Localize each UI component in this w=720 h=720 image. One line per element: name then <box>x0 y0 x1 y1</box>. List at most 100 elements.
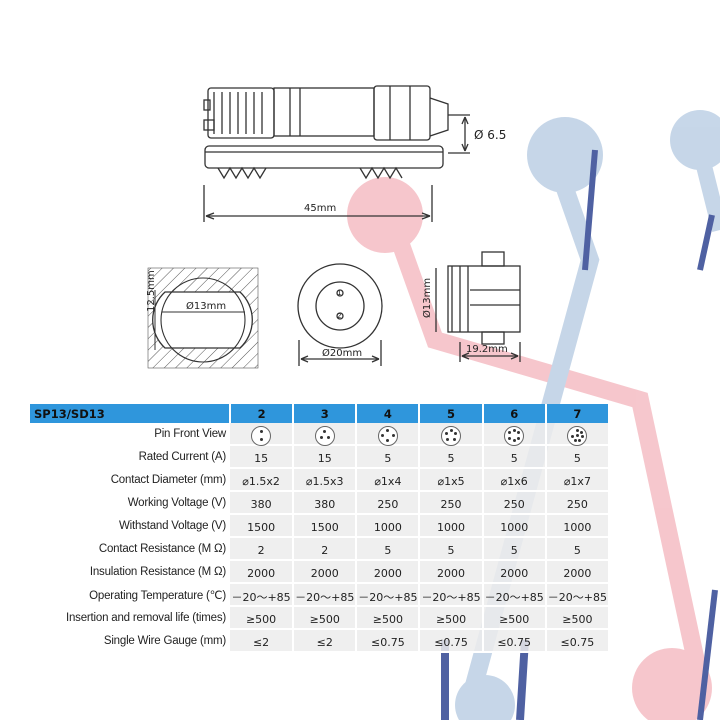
cell-value: 5 <box>573 452 581 465</box>
header-col-5: 5 <box>419 404 484 423</box>
cell-value: 2 <box>321 544 329 557</box>
table-row: Insertion and removal life (times)≥500≥5… <box>30 606 611 630</box>
table-cell: －20～+85 <box>293 583 358 607</box>
cell-value: 380 <box>250 498 272 511</box>
row-label: Contact Resistance (M Ω) <box>98 542 226 555</box>
cell-value: 250 <box>503 498 525 511</box>
cell-value: ≤0.75 <box>560 636 595 649</box>
cell-value: 5 <box>384 452 392 465</box>
table-cell: ≥500 <box>356 606 421 630</box>
table-cell: ⌀1.5x3 <box>293 468 358 492</box>
table-cell: 5 <box>482 537 547 561</box>
table-cell: ≥500 <box>293 606 358 630</box>
cell-value: ≥500 <box>562 613 593 626</box>
cell-value: 2000 <box>373 567 402 580</box>
header-col-4: 4 <box>356 404 421 423</box>
table-cell: －20～+85 <box>356 583 421 607</box>
pin-front-view-icon <box>482 423 547 446</box>
dim-face-diameter-label: Ø20mm <box>322 348 363 359</box>
cell-value: －20～+85 <box>421 590 481 604</box>
table-cell: ≤0.75 <box>482 629 547 653</box>
pin-front-view-icon <box>545 423 611 446</box>
cell-value: 2000 <box>437 567 466 580</box>
table-cell: 380 <box>230 491 295 515</box>
row-label: Withstand Voltage (V) <box>118 519 226 532</box>
cell-value: －20～+85 <box>484 590 544 604</box>
table-cell: 2000 <box>482 560 547 584</box>
table-cell: ⌀1.5x2 <box>230 468 295 492</box>
cell-value: 2000 <box>500 567 529 580</box>
table-row: Single Wire Gauge (mm)≤2≤2≤0.75≤0.75≤0.7… <box>30 629 611 653</box>
cell-value: ⌀1.5x3 <box>305 475 344 488</box>
row-label: Single Wire Gauge (mm) <box>103 634 226 647</box>
cell-value: ⌀1x7 <box>563 475 591 488</box>
table-cell: 1500 <box>230 514 295 538</box>
table-cell: 1000 <box>419 514 484 538</box>
connector-front-face <box>297 263 383 366</box>
cell-value: ⌀1.5x2 <box>242 475 280 488</box>
cell-value: 15 <box>317 452 332 465</box>
dim-length-label: 45mm <box>304 203 337 214</box>
row-label: Contact Diameter (mm) <box>110 473 226 486</box>
header-series-label: SP13/SD13 <box>30 404 231 423</box>
table-cell: 5 <box>545 445 611 469</box>
table-cell: －20～+85 <box>482 583 547 607</box>
pin-front-view-icon <box>293 423 358 446</box>
cell-value: 250 <box>377 498 399 511</box>
row-label: Insulation Resistance (M Ω) <box>89 565 226 578</box>
table-cell: 250 <box>419 491 484 515</box>
cell-value: ⌀1x6 <box>500 475 528 488</box>
table-cell: －20～+85 <box>545 583 611 607</box>
table-cell: 5 <box>419 445 484 469</box>
cell-value: 2 <box>257 544 265 557</box>
table-cell: ≥500 <box>230 606 295 630</box>
cell-value: 2000 <box>310 567 339 580</box>
cell-value: ≥500 <box>499 613 530 626</box>
cell-value: ≥500 <box>435 613 467 626</box>
dim-socket-length-label: 19.2mm <box>466 344 508 355</box>
cell-value: ≤2 <box>252 636 270 649</box>
cell-value: 5 <box>510 544 518 557</box>
pin-front-view-icon <box>230 423 295 446</box>
row-label: Insertion and removal life (times) <box>65 611 226 624</box>
table-cell: ⌀1x4 <box>356 468 421 492</box>
panel-cutout-drawing <box>147 267 259 369</box>
header-col-2: 2 <box>230 404 295 423</box>
table-cell: ⌀1x7 <box>545 468 611 492</box>
dim-socket-diameter-label: Ø13mm <box>422 277 433 318</box>
table-cell: ≤0.75 <box>356 629 421 653</box>
table-cell: 5 <box>545 537 611 561</box>
cell-value: 250 <box>440 498 462 511</box>
table-cell: －20～+85 <box>230 583 295 607</box>
table-cell: 250 <box>545 491 611 515</box>
table-cell: 1000 <box>545 514 611 538</box>
spec-table-header: SP13/SD13 2 3 4 5 6 7 <box>30 404 611 423</box>
table-row: Pin Front View <box>30 423 611 446</box>
table-cell: ≤0.75 <box>545 629 611 653</box>
table-cell: ≤2 <box>293 629 358 653</box>
pin-layout-icon <box>504 425 525 446</box>
cell-value: 1000 <box>437 521 466 534</box>
cell-value: 380 <box>314 498 336 511</box>
cell-value: 1000 <box>563 521 592 534</box>
cell-value: ≥500 <box>372 613 403 626</box>
cell-value: 2000 <box>563 567 592 580</box>
table-cell: 2000 <box>419 560 484 584</box>
table-cell: 2 <box>293 537 358 561</box>
cell-value: 1500 <box>247 521 276 534</box>
header-col-3: 3 <box>293 404 358 423</box>
face-pin-1-label: 1 <box>337 289 342 297</box>
table-cell: 15 <box>230 445 295 469</box>
table-cell: 2000 <box>545 560 611 584</box>
dim-cable-diameter-label: Ø 6.5 <box>474 128 507 142</box>
row-label: Working Voltage (V) <box>127 496 226 509</box>
table-cell: 2000 <box>293 560 358 584</box>
table-cell: ≥500 <box>482 606 547 630</box>
table-cell: 1000 <box>482 514 547 538</box>
header-col-7: 7 <box>545 404 611 423</box>
pin-layout-icon <box>377 425 398 446</box>
